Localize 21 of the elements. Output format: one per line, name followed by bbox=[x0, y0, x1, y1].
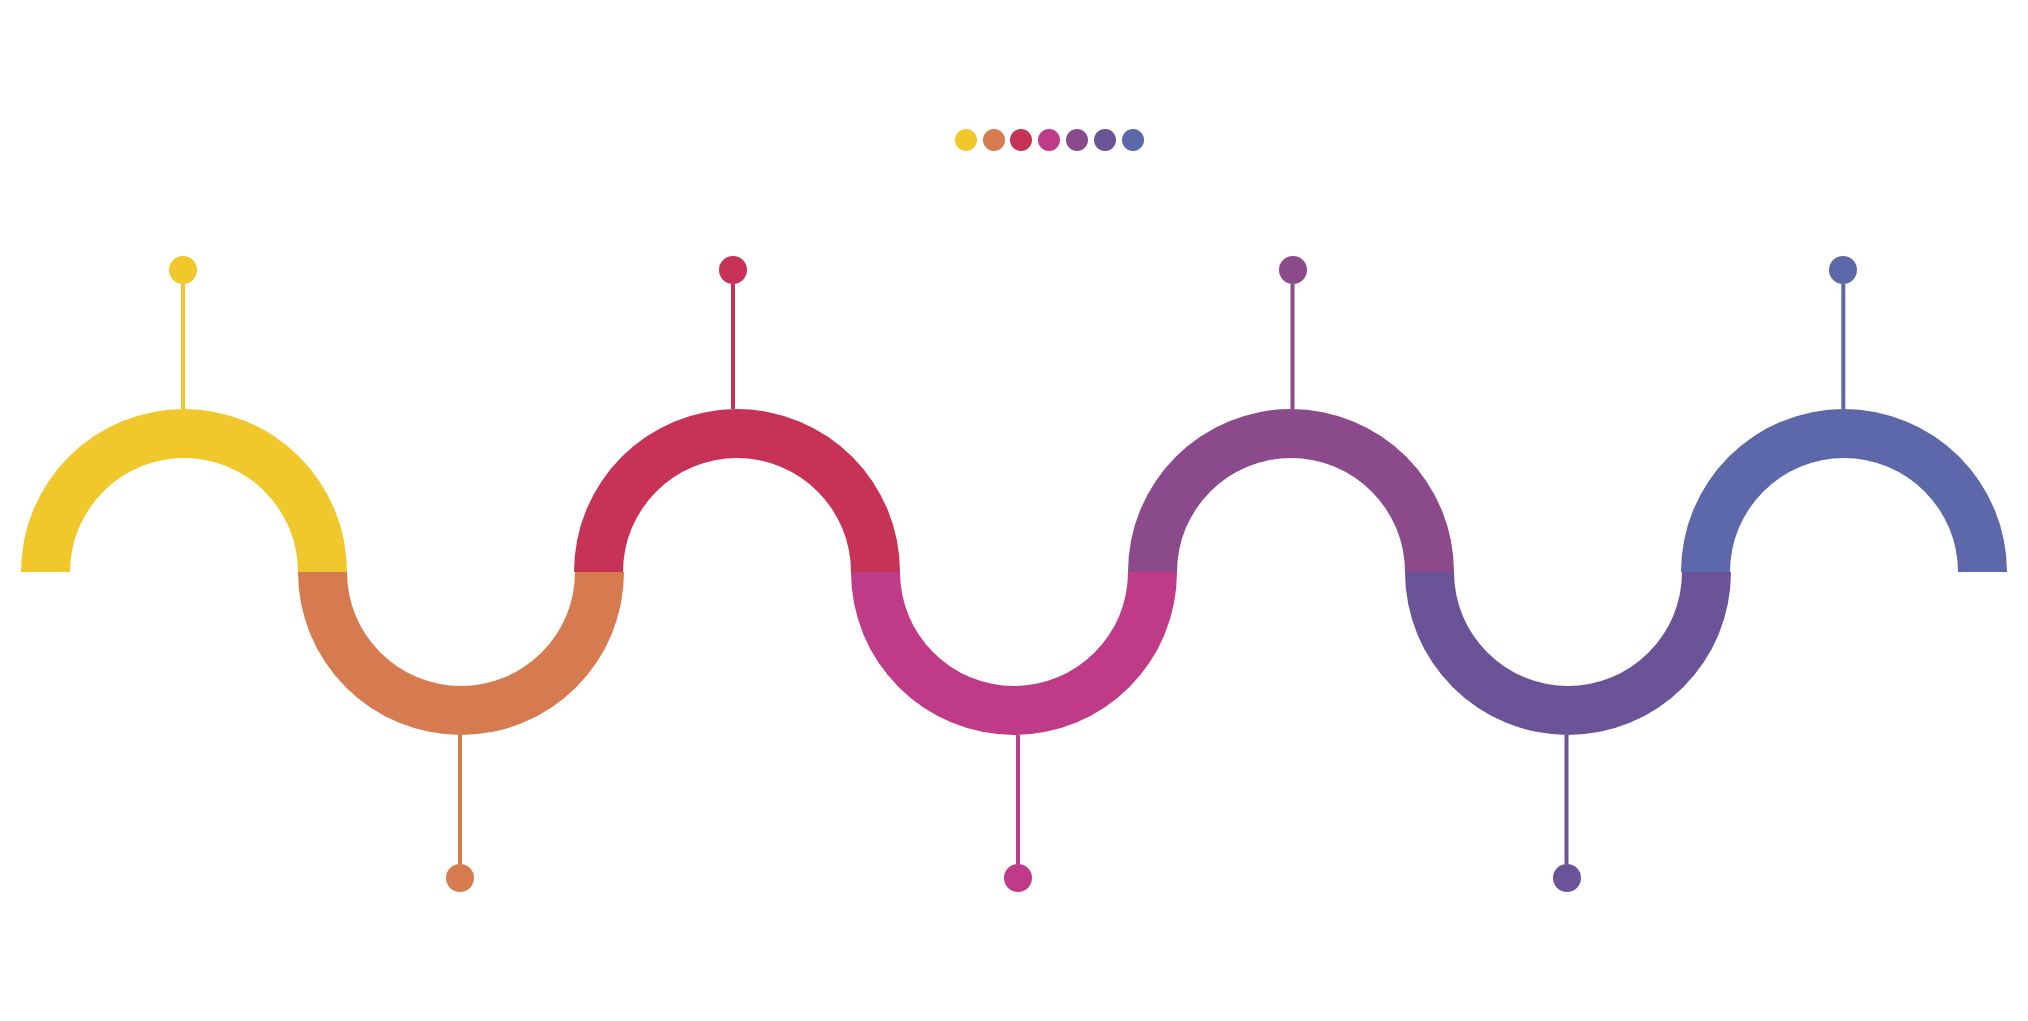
timeline-dot bbox=[719, 256, 747, 284]
wave-arc bbox=[297, 572, 624, 735]
stem-line bbox=[1290, 284, 1295, 409]
wave-arc bbox=[21, 409, 347, 572]
stem-line bbox=[1841, 284, 1846, 409]
stem-line bbox=[181, 284, 185, 409]
timeline-dot bbox=[1552, 864, 1581, 892]
wave-arc bbox=[1404, 572, 1731, 735]
timeline-dot bbox=[1004, 864, 1032, 892]
timeline-dot bbox=[1278, 256, 1307, 284]
timeline-dot bbox=[169, 256, 197, 284]
stem-line bbox=[1564, 735, 1569, 864]
wave-arc bbox=[1681, 409, 2008, 572]
wave-arc bbox=[851, 572, 1178, 735]
wave-arc bbox=[574, 409, 901, 572]
stem-line bbox=[731, 284, 735, 410]
stem-line bbox=[1016, 734, 1020, 864]
stem-line bbox=[458, 735, 462, 864]
timeline-dot bbox=[1829, 256, 1858, 284]
wave-arc bbox=[1127, 409, 1454, 572]
timeline-dot bbox=[446, 864, 474, 892]
